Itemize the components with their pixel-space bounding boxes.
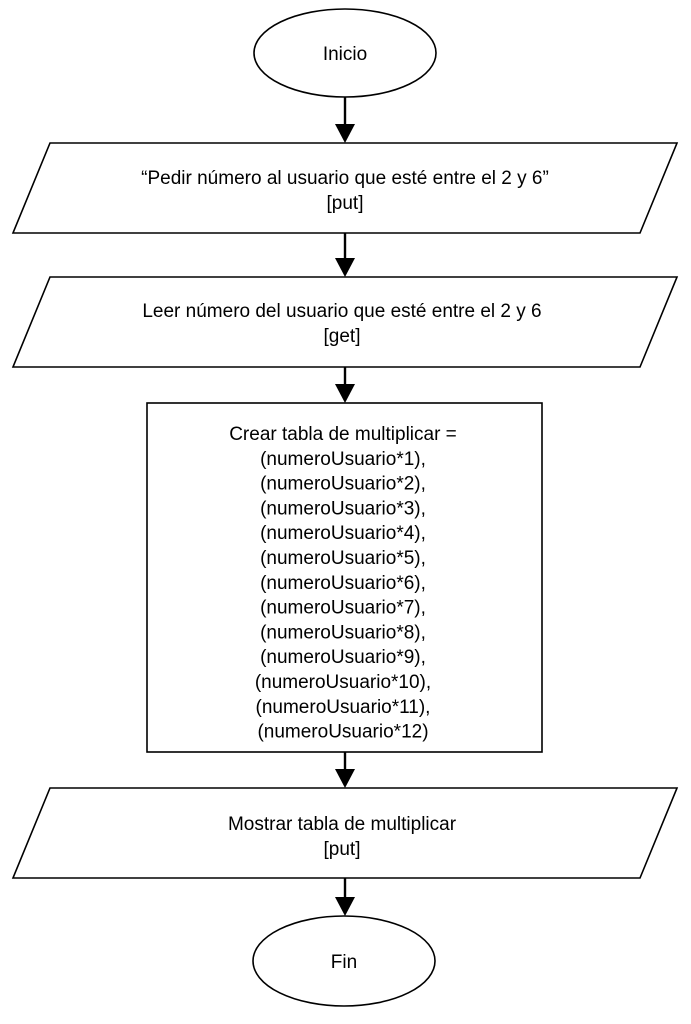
read-tag: [get] (324, 326, 361, 347)
read-io-shape (11, 276, 679, 368)
process-box (146, 402, 543, 753)
arrowhead (335, 258, 355, 277)
process-line: (numeroUsuario*5), (260, 548, 426, 569)
arrowhead (335, 384, 355, 403)
prompt-tag: [put] (327, 193, 364, 214)
prompt-io-shape (11, 142, 679, 234)
process-line: (numeroUsuario*12) (257, 722, 428, 743)
output-text: Mostrar tabla de multiplicar (228, 814, 457, 835)
arrowhead (335, 124, 355, 143)
arrowhead (335, 897, 355, 916)
output-io-shape (11, 787, 679, 879)
start-label: Inicio (323, 44, 367, 65)
process-line: (numeroUsuario*11), (256, 697, 431, 718)
process-line: (numeroUsuario*7), (260, 598, 426, 619)
prompt-text: “Pedir número al usuario que esté entre … (141, 168, 549, 189)
process-line: (numeroUsuario*3), (260, 498, 426, 519)
process-line: (numeroUsuario*8), (260, 622, 426, 643)
process-line: (numeroUsuario*10), (255, 672, 431, 693)
output-tag: [put] (324, 839, 361, 860)
process-line: (numeroUsuario*4), (260, 523, 426, 544)
process-line: (numeroUsuario*6), (260, 573, 426, 594)
process-line: (numeroUsuario*2), (260, 474, 426, 495)
process-heading: Crear tabla de multiplicar = (229, 424, 457, 445)
arrowhead (335, 769, 355, 788)
read-text: Leer número del usuario que esté entre e… (142, 301, 541, 322)
end-terminator (252, 915, 436, 1007)
process-line: (numeroUsuario*1), (260, 449, 426, 470)
end-label: Fin (331, 952, 357, 973)
process-text: Crear tabla de multiplicar = (numeroUsuar… (229, 424, 457, 743)
process-line: (numeroUsuario*9), (260, 647, 426, 668)
